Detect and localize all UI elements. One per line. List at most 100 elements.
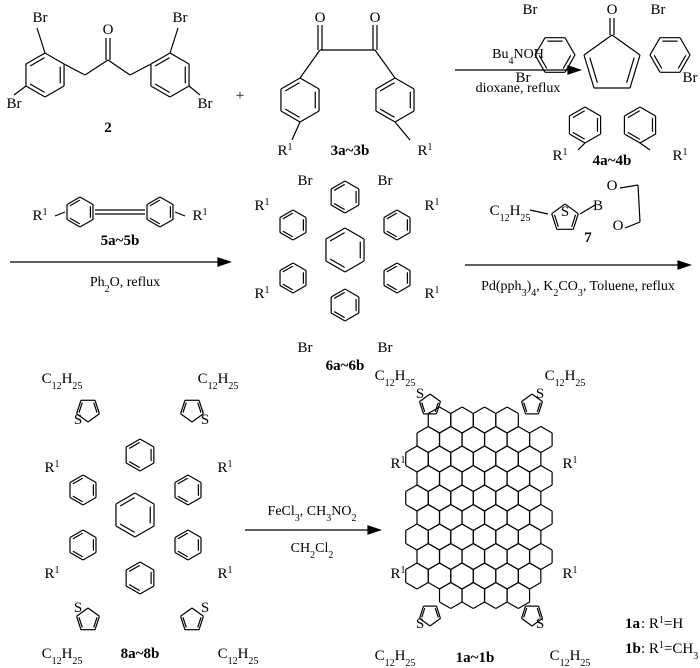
bond xyxy=(439,464,452,473)
label: S xyxy=(416,386,424,402)
bond xyxy=(518,562,530,571)
bond xyxy=(292,231,307,241)
bond xyxy=(344,180,360,190)
bond xyxy=(540,425,553,434)
label: Br xyxy=(7,96,22,112)
bond xyxy=(427,562,440,571)
bond xyxy=(174,551,189,561)
double-bond xyxy=(282,212,294,220)
double-bond xyxy=(536,607,541,618)
bond xyxy=(150,85,171,98)
bond xyxy=(383,284,398,294)
bond xyxy=(472,562,485,571)
bond xyxy=(169,52,190,65)
bond xyxy=(461,445,474,454)
bond xyxy=(540,464,553,473)
label: R1 xyxy=(417,142,432,160)
label: C12H25 xyxy=(490,203,531,224)
bond xyxy=(87,607,100,617)
bond xyxy=(461,484,474,493)
bond xyxy=(416,464,429,473)
bond xyxy=(495,523,508,532)
bond xyxy=(292,284,307,294)
bond xyxy=(518,445,530,454)
bond xyxy=(416,484,429,493)
bond xyxy=(529,464,542,473)
solvent: CH2Cl2 xyxy=(291,541,334,561)
arrow-head xyxy=(677,260,692,270)
bond xyxy=(472,406,485,415)
bond xyxy=(405,503,418,512)
bond xyxy=(44,52,65,65)
condition: Pd(pph3)4, K2CO3, Toluene, reflux xyxy=(481,279,675,299)
arrow-head xyxy=(367,525,382,535)
double-bond xyxy=(421,607,426,618)
bond xyxy=(435,401,442,415)
bond xyxy=(484,425,497,434)
bond xyxy=(439,503,452,512)
reagent: FeCl3, CH3NO2 xyxy=(268,504,357,524)
bond xyxy=(125,438,141,448)
legend-def: : R1=CH3 xyxy=(641,640,698,662)
bond xyxy=(330,180,346,190)
compound-label-2: 2 xyxy=(104,120,112,136)
double-bond xyxy=(421,402,426,413)
label: R1 xyxy=(217,459,232,477)
bond xyxy=(292,262,307,272)
bond xyxy=(583,54,595,89)
bond xyxy=(76,400,82,414)
bond xyxy=(187,474,202,484)
bond xyxy=(450,425,463,434)
bond xyxy=(115,492,136,505)
bond xyxy=(506,562,519,571)
bond xyxy=(439,562,452,571)
arrow-head xyxy=(567,65,582,75)
double-bond xyxy=(78,617,83,628)
bond xyxy=(439,581,452,590)
bond xyxy=(82,529,97,539)
bond xyxy=(191,413,204,423)
double-bond xyxy=(197,402,202,413)
bond xyxy=(551,203,566,215)
bond xyxy=(450,562,463,571)
double-bond xyxy=(386,265,398,273)
label: R1 xyxy=(562,565,577,583)
bond xyxy=(506,503,519,512)
double-bond xyxy=(29,83,45,93)
bond xyxy=(125,561,141,571)
double-bond xyxy=(627,110,640,119)
label: R1 xyxy=(390,565,405,583)
bond xyxy=(495,503,508,512)
double-bond xyxy=(149,199,161,207)
bond xyxy=(439,523,452,532)
bond xyxy=(495,581,508,590)
double-bond xyxy=(571,214,577,227)
bond xyxy=(540,503,553,512)
label: Br xyxy=(378,173,393,189)
bond xyxy=(495,601,508,610)
bond xyxy=(472,523,485,532)
bond xyxy=(280,77,301,90)
bond xyxy=(94,616,100,630)
label: R1 xyxy=(424,197,439,215)
bond xyxy=(484,464,497,473)
bond xyxy=(139,585,155,595)
bond xyxy=(383,209,398,219)
bond xyxy=(472,601,485,610)
bond xyxy=(419,393,431,403)
bond xyxy=(577,142,586,151)
label: C12H25 xyxy=(545,368,586,389)
double-bond xyxy=(197,617,202,628)
bond xyxy=(13,85,27,96)
bond xyxy=(279,284,294,294)
bond xyxy=(84,59,109,76)
bond xyxy=(461,581,474,590)
bond xyxy=(330,312,346,322)
double-bond xyxy=(589,57,598,83)
bond xyxy=(495,464,508,473)
bond xyxy=(529,445,542,454)
bond xyxy=(427,445,440,454)
bond xyxy=(299,110,320,123)
plus-sign: + xyxy=(236,88,244,104)
bond xyxy=(36,27,46,54)
